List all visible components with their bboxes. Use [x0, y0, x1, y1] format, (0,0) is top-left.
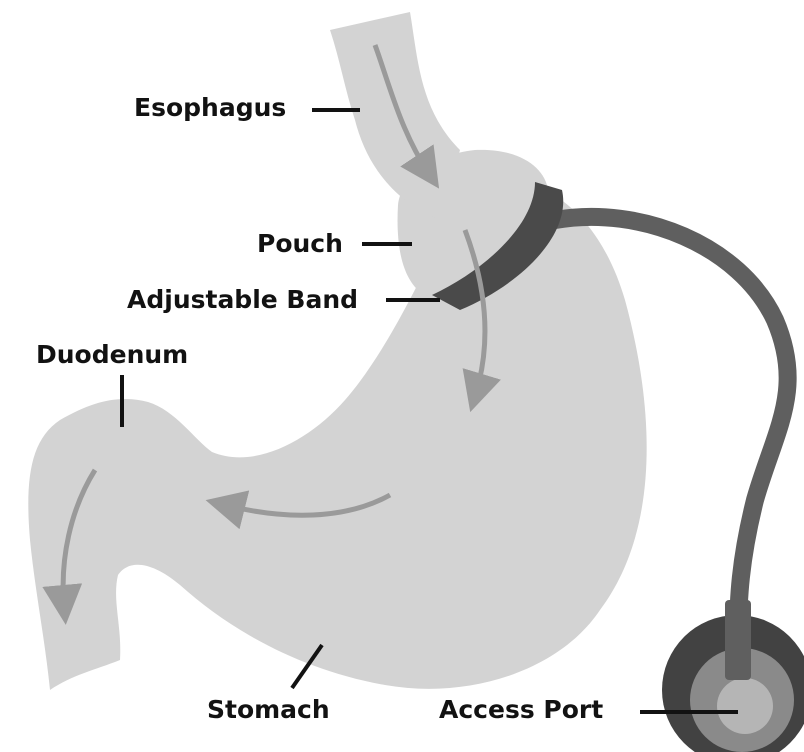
esophagus [330, 12, 460, 220]
pouch-label: Pouch [257, 231, 343, 256]
esophagus-label: Esophagus [134, 95, 286, 120]
access-port-icon [662, 600, 804, 752]
stomach-label: Stomach [207, 697, 330, 722]
duodenum-label: Duodenum [36, 342, 188, 367]
access-port-label: Access Port [439, 697, 603, 722]
adjustable-band-label: Adjustable Band [127, 287, 358, 312]
